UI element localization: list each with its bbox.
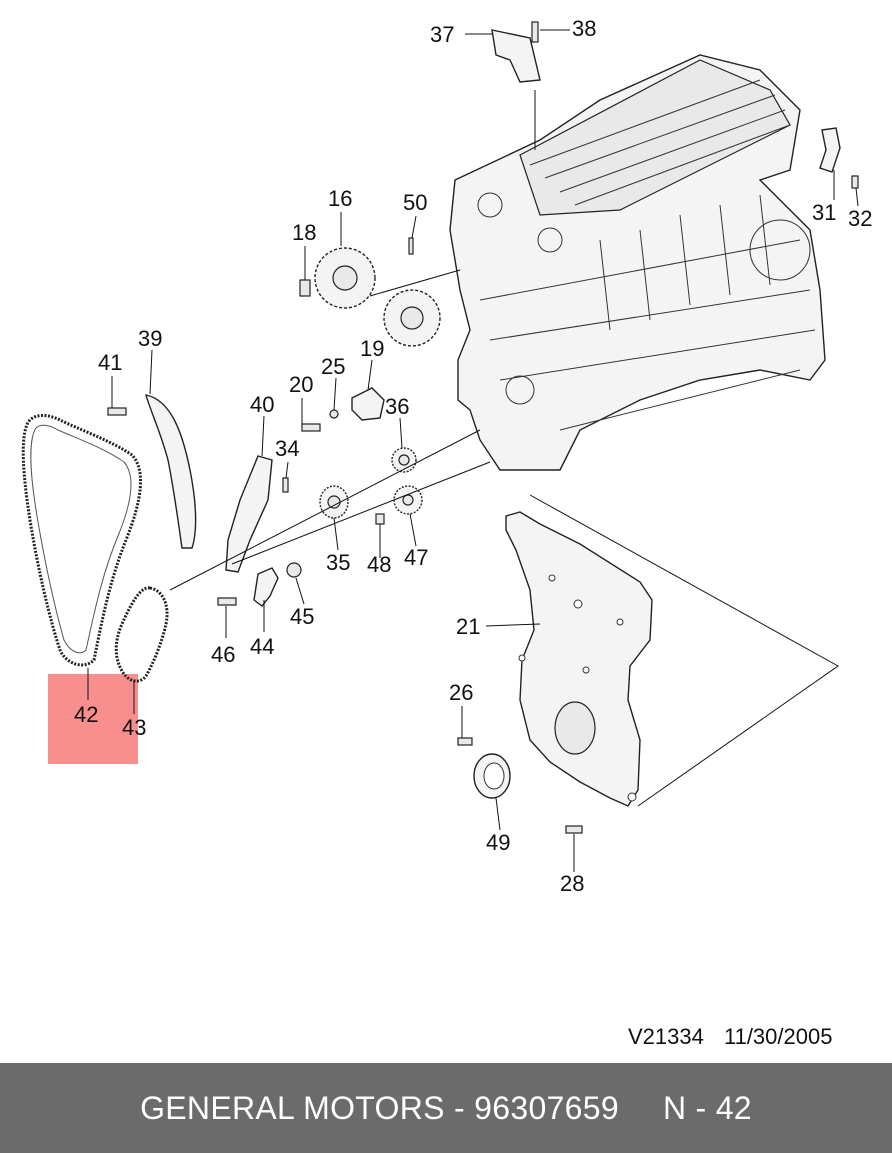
leader-lines <box>87 29 859 872</box>
bolt-46[interactable] <box>217 597 237 606</box>
callout-31: 31 <box>812 200 836 225</box>
callout-46: 46 <box>211 642 235 667</box>
pin-34[interactable] <box>282 477 289 493</box>
bolt-38[interactable] <box>531 21 539 43</box>
chain-guide-39[interactable] <box>145 394 197 549</box>
bolt-26[interactable] <box>457 737 473 746</box>
callout-50: 50 <box>403 190 427 215</box>
bolt-41[interactable] <box>107 407 127 416</box>
callout-25: 25 <box>321 354 345 379</box>
callout-40: 40 <box>250 392 274 417</box>
footer-ref: N - 42 <box>662 1089 752 1126</box>
oil-seal-49[interactable] <box>473 753 511 799</box>
cam-sprocket-16[interactable] <box>314 247 376 309</box>
callout-48: 48 <box>367 552 391 577</box>
callout-38: 38 <box>572 16 596 41</box>
callout-16: 16 <box>328 186 352 211</box>
callout-39: 39 <box>138 326 162 351</box>
drawing-date: 11/30/2005 <box>723 1024 833 1049</box>
footer-bar: GENERAL MOTORS - 96307659 N - 42 <box>0 1063 892 1153</box>
callout-18: 18 <box>292 220 316 245</box>
tensioner-19[interactable] <box>351 387 385 421</box>
footer-dash: - <box>454 1089 465 1126</box>
callout-36: 36 <box>385 394 409 419</box>
callout-26: 26 <box>449 680 473 705</box>
timing-chain-42[interactable] <box>21 414 143 667</box>
callout-21: 21 <box>456 614 480 639</box>
bolt-48[interactable] <box>375 513 385 525</box>
callout-41: 41 <box>98 350 122 375</box>
bracket-37[interactable] <box>491 29 541 83</box>
callout-47: 47 <box>404 545 428 570</box>
callout-32: 32 <box>848 206 872 231</box>
callout-35: 35 <box>326 550 350 575</box>
callout-19: 19 <box>360 336 384 361</box>
sensor-31[interactable] <box>819 127 841 173</box>
exploded-parts-diagram: 37 38 16 50 18 31 32 39 41 25 19 20 40 3… <box>21 16 872 896</box>
sprocket-36[interactable] <box>391 447 417 473</box>
part-45[interactable] <box>286 562 302 578</box>
callout-44: 44 <box>250 634 274 659</box>
callout-43: 43 <box>122 715 146 740</box>
tensioner-arm-40[interactable] <box>225 455 273 573</box>
footer-part-number: 96307659 <box>474 1089 619 1126</box>
sprocket-47[interactable] <box>393 485 423 515</box>
bolt-18[interactable] <box>299 279 311 297</box>
drawing-id: V21334 <box>628 1024 704 1049</box>
callout-49: 49 <box>486 830 510 855</box>
pin-50[interactable] <box>408 237 414 255</box>
sprocket-35[interactable] <box>319 485 349 519</box>
engine-block[interactable] <box>449 54 826 471</box>
highlight-box <box>48 674 138 764</box>
callout-42: 42 <box>74 702 98 727</box>
callout-34: 34 <box>275 436 299 461</box>
bolt-32[interactable] <box>851 175 859 189</box>
footer-brand: GENERAL MOTORS <box>140 1089 445 1126</box>
front-cover-21[interactable] <box>505 511 653 807</box>
callout-28: 28 <box>560 871 584 896</box>
drawing-meta: V21334 11/30/2005 <box>628 1024 832 1050</box>
bolt-20[interactable] <box>301 423 321 432</box>
cam-sprocket-2[interactable] <box>383 289 441 347</box>
callout-37: 37 <box>430 22 454 47</box>
balance-chain-43[interactable] <box>114 586 169 683</box>
callout-45: 45 <box>290 604 314 629</box>
callout-20: 20 <box>289 372 313 397</box>
callout-labels: 37 38 16 50 18 31 32 39 41 25 19 20 40 3… <box>74 16 872 896</box>
washer-25[interactable] <box>329 409 339 419</box>
bolt-28[interactable] <box>565 825 583 834</box>
tensioner-44[interactable] <box>253 567 279 607</box>
